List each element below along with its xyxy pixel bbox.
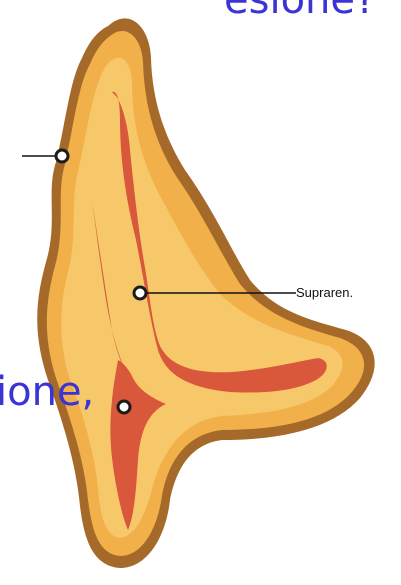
circle-marker-icon [134, 287, 146, 299]
body-fragment-text: ione, [0, 372, 94, 412]
circle-marker-icon [56, 150, 68, 162]
circle-marker-icon [118, 401, 130, 413]
title-fragment-text: esione? [224, 0, 376, 20]
suprarenal-label: Supraren. [296, 285, 353, 300]
